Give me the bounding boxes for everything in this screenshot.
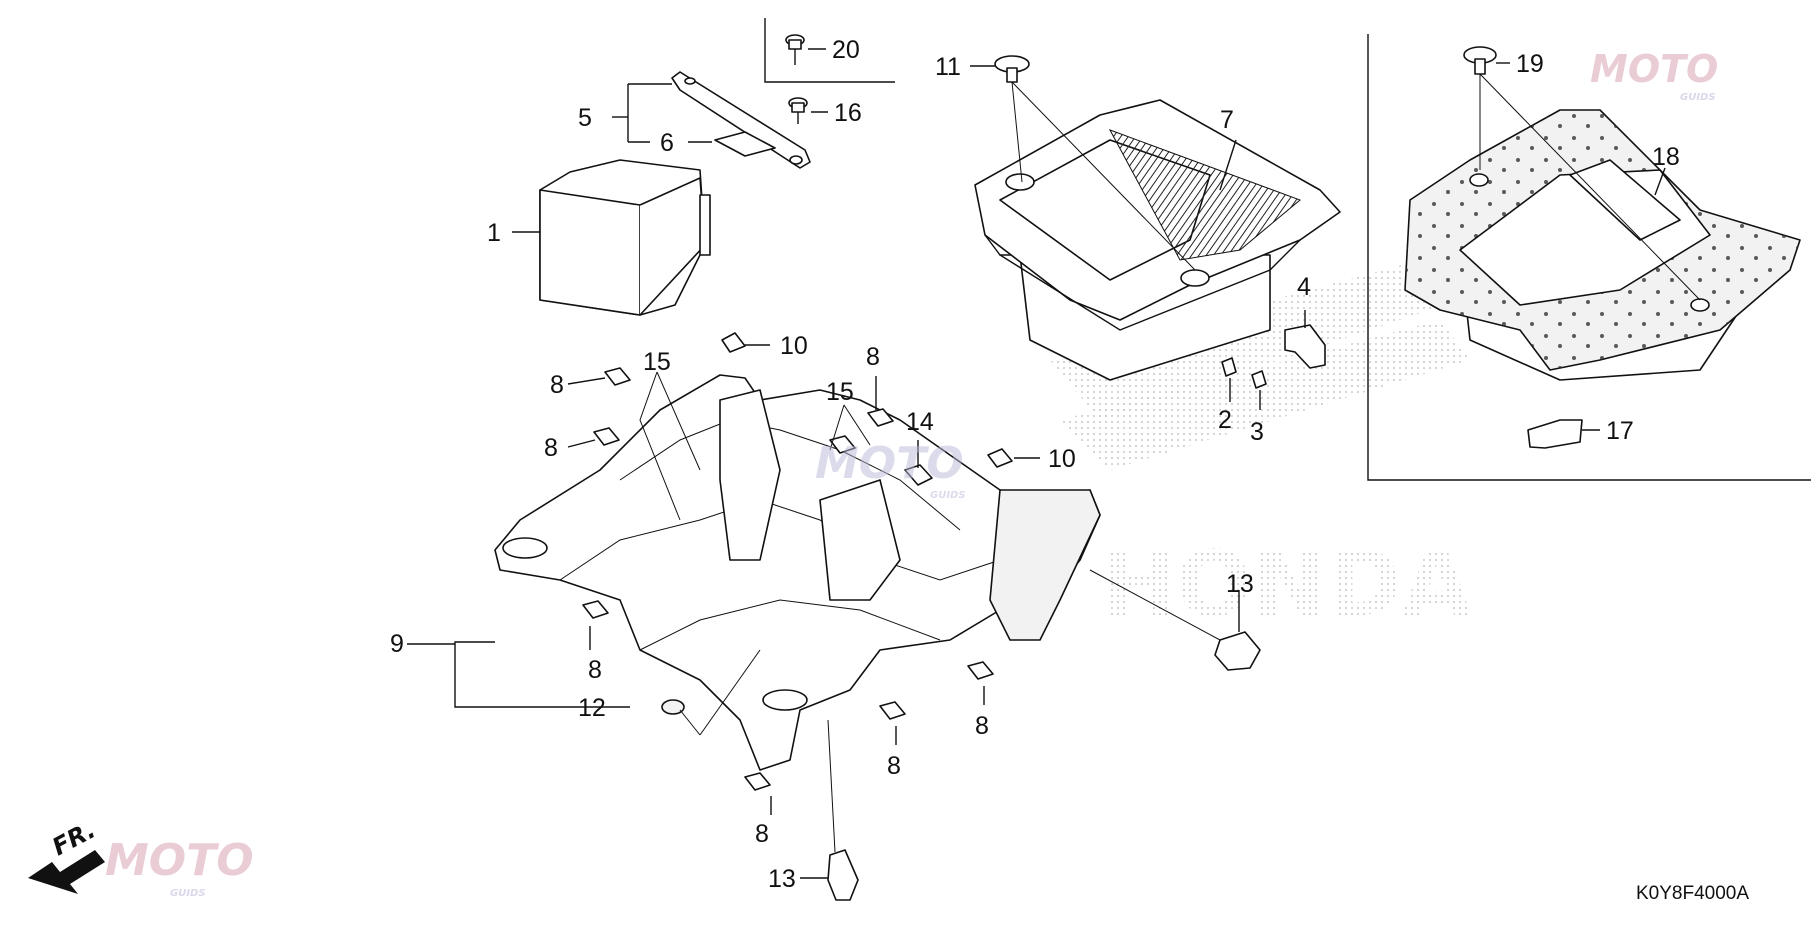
nut-8-f-icon [879,701,906,720]
bolt-20-icon [785,34,805,65]
label-5: 5 [578,104,592,132]
label-16: 16 [834,99,862,127]
nut-8-a-icon [604,367,631,386]
grommet-14-icon [904,464,933,486]
watermark-logo-top-right: MOTO GUIDS [1590,47,1718,103]
screw-19-icon [1463,46,1701,301]
label-11: 11 [935,53,961,81]
inner-tray-part [494,374,1101,771]
label-8-c: 8 [866,343,880,371]
label-13-a: 13 [1226,570,1254,598]
nut-10-b-icon [987,448,1013,468]
svg-text:GUIDS: GUIDS [170,888,206,899]
svg-text:GUIDS: GUIDS [1680,92,1716,103]
nut-8-h-icon [829,435,856,454]
label-7: 7 [1220,106,1234,134]
label-20: 20 [832,36,860,64]
clamp-13-b-icon [827,719,859,901]
clip-3-icon [1251,370,1267,389]
label-15-a: 15 [643,348,671,376]
nut-8-c-icon [867,408,894,427]
label-8-d: 8 [588,656,602,684]
label-4: 4 [1297,273,1311,301]
label-19: 19 [1516,50,1544,78]
seat-cover-part [1404,109,1801,381]
svg-text:MOTO: MOTO [815,438,964,489]
label-14: 14 [906,408,934,436]
svg-text:GUIDS: GUIDS [930,490,966,501]
label-6: 6 [660,129,674,157]
svg-text:MOTO: MOTO [1590,47,1718,91]
nut-8-e-icon [967,661,994,680]
label-18: 18 [1652,143,1680,171]
label-8-f: 8 [887,752,901,780]
group-separators [764,18,1811,481]
label-10-b: 10 [1048,445,1076,473]
battery-part [539,159,711,316]
label-10-a: 10 [780,332,808,360]
watermark-logo-center: MOTO GUIDS [815,438,966,501]
clamp-13-a-icon [1089,569,1261,671]
nut-8-d-icon [582,600,609,619]
label-12: 12 [578,694,606,722]
battery-bracket-part [671,71,811,169]
nut-8-b-icon [593,427,620,446]
diagram-code: K0Y8F4000A [1636,883,1749,904]
label-9: 9 [390,630,404,658]
nut-8-g-icon [744,772,771,791]
nut-10-a-icon [721,332,746,353]
connector-17-icon [1527,419,1583,449]
label-8-a: 8 [550,371,564,399]
bolt-16-icon [788,97,808,124]
label-2: 2 [1218,406,1232,434]
label-15-b: 15 [826,378,854,406]
label-17: 17 [1606,417,1634,445]
svg-text:MOTO: MOTO [105,835,254,886]
front-arrow-icon: FR. [28,816,105,894]
leader-lines [407,48,1666,879]
screw-11-icon [994,55,1196,271]
label-8-g: 8 [755,820,769,848]
cap-12-icon [661,699,685,715]
clip-2-icon [1221,357,1237,377]
label-3: 3 [1250,418,1264,446]
watermark-logo-bottom-left: MOTO GUIDS [105,835,254,899]
svg-text:HONDA: HONDA [1100,532,1472,637]
connector-4-icon [1284,324,1326,369]
part-labels: 1 2 3 4 5 6 7 8 8 8 8 8 8 8 9 10 10 11 1… [390,36,1680,893]
background-logo: HONDA [1050,260,1472,637]
label-1: 1 [487,219,501,247]
label-13-b: 13 [768,865,796,893]
label-8-b: 8 [544,434,558,462]
label-8-e: 8 [975,712,989,740]
storage-box-part [974,99,1341,381]
